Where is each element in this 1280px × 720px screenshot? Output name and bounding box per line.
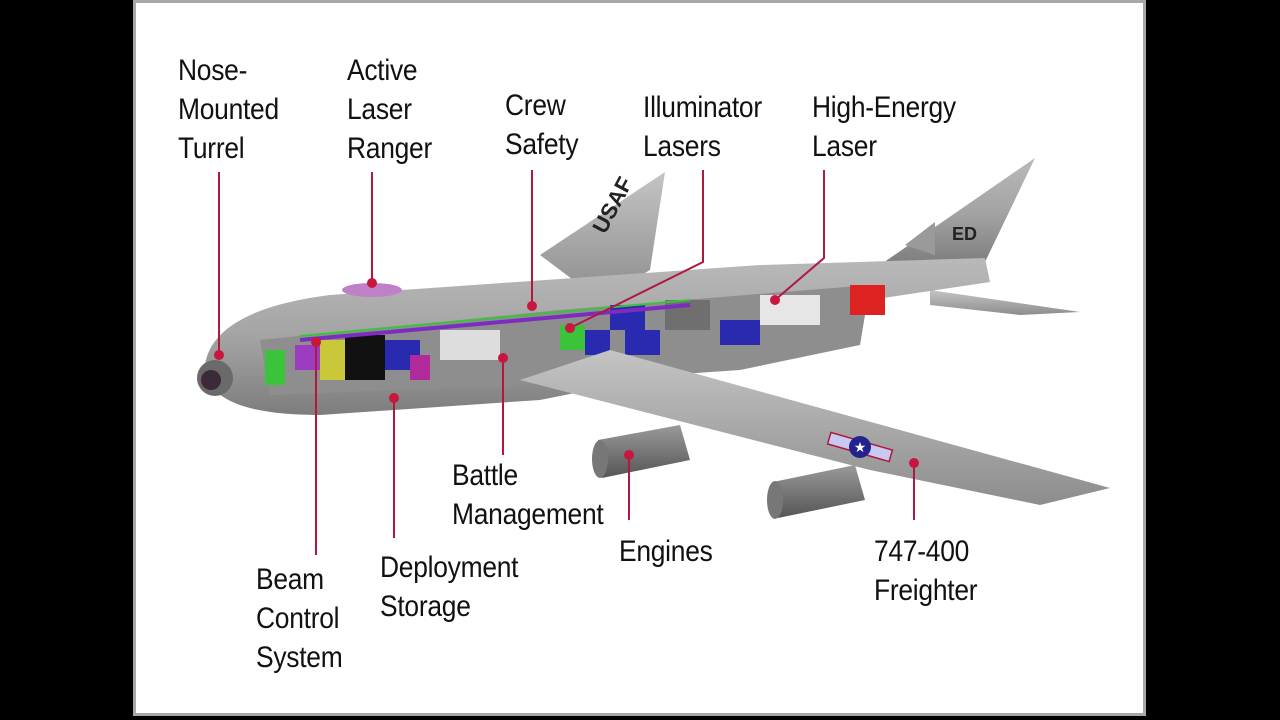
svg-text:★: ★ xyxy=(854,439,867,455)
leader-dot-deployment xyxy=(389,393,399,403)
leader-dot-illuminator xyxy=(565,323,575,333)
label-illuminator-lasers: Illuminator Lasers xyxy=(643,91,762,163)
leader-dot-high-energy xyxy=(770,295,780,305)
label-crew-safety: Crew Safety xyxy=(505,89,579,161)
label-nose-turret: Nose- Mounted Turrel xyxy=(178,54,279,165)
leader-line-illuminator xyxy=(569,170,704,329)
label-747-400-freighter: 747-400 Freighter xyxy=(874,535,978,607)
label-battle-management: Battle Management xyxy=(452,459,604,531)
far-wing xyxy=(540,172,665,300)
leader-dot-laser-ranger xyxy=(367,278,377,288)
label-engines: Engines xyxy=(619,535,713,568)
vertical-tail xyxy=(880,158,1035,265)
leader-dot-engines xyxy=(624,450,634,460)
label-beam-control-system: Beam Control System xyxy=(256,563,343,674)
far-stabilizer xyxy=(905,222,935,255)
leader-dot-nose-turret xyxy=(214,350,224,360)
engines xyxy=(592,425,865,519)
leader-dot-freighter xyxy=(909,458,919,468)
label-deployment-storage: Deployment Storage xyxy=(380,551,519,623)
laser-ranger-dome xyxy=(342,283,402,297)
leader-dot-crew-safety xyxy=(527,301,537,311)
label-high-energy-laser: High-Energy Laser xyxy=(812,91,956,163)
horizontal-stabilizer xyxy=(930,290,1080,315)
tail-code: ED xyxy=(952,224,977,244)
internal-equipment xyxy=(265,285,885,385)
usaf-roundel: ★ xyxy=(826,431,894,463)
leader-dot-battle-mgmt xyxy=(498,353,508,363)
label-laser-ranger: Active Laser Ranger xyxy=(347,54,433,165)
leader-dot-beam-control xyxy=(311,337,321,347)
leader-line-high-energy xyxy=(774,170,825,301)
near-wing xyxy=(520,350,1110,505)
